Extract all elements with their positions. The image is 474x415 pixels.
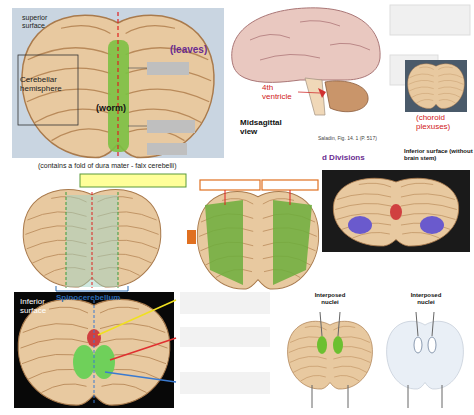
leader-line <box>290 190 291 205</box>
cerebellum-nuclei <box>288 321 373 389</box>
leader-line <box>298 92 320 93</box>
leader-line <box>225 190 226 205</box>
blank-label <box>147 62 189 75</box>
leader-line <box>128 68 147 69</box>
tonsil <box>93 345 115 379</box>
interposed-nucleus <box>317 336 327 354</box>
text-label: Saladin, Fig. 14. 1 (P. 517) <box>318 136 408 142</box>
flocculus <box>420 216 444 234</box>
photo-background <box>405 60 467 112</box>
text-label: (leaves) <box>170 44 220 55</box>
pointer-arrow <box>110 338 176 360</box>
zone-line <box>66 192 67 288</box>
text-label: (contains a fold of dura mater - falx ce… <box>38 162 228 170</box>
text-label: Inferior surface (without brain stem) <box>404 148 474 161</box>
leader-line <box>128 126 147 127</box>
leader-line <box>312 312 348 408</box>
bracket <box>56 286 128 291</box>
text-label: Interposed nuclei <box>408 292 444 305</box>
text-label: Interposed nuclei <box>312 292 348 305</box>
blank-label <box>262 180 318 190</box>
text-label: Cerebellar hemisphere <box>20 76 76 94</box>
zone-line <box>118 192 119 288</box>
photo-background <box>14 292 174 408</box>
text-label: Midsagittal view <box>240 119 292 137</box>
interposed-nucleus <box>333 336 343 354</box>
cerebellum-inferior <box>18 299 170 405</box>
cerebellum-small <box>408 64 465 109</box>
photo-background <box>12 8 224 158</box>
text-label: Inferior surface <box>20 298 64 316</box>
blank-label <box>147 120 195 133</box>
blank-label <box>390 5 470 35</box>
pointer-arrow <box>105 372 176 382</box>
midline <box>117 12 118 156</box>
nodulus <box>390 204 402 220</box>
interposed-nucleus <box>414 337 422 353</box>
text-label: d Divisions <box>322 154 402 163</box>
blank-label <box>200 180 260 190</box>
flocculus <box>348 216 372 234</box>
text-label: Spinocerebellum <box>56 294 146 303</box>
text-label: 4th ventricle <box>262 84 300 102</box>
text-label: superior surface <box>22 14 66 29</box>
blank-label <box>80 174 186 187</box>
marker <box>187 230 196 244</box>
interposed-nucleus <box>428 337 436 353</box>
midline <box>94 300 95 405</box>
midline <box>92 192 93 288</box>
cerebellum-divisions <box>23 189 160 287</box>
cerebellum-inferior <box>333 178 458 246</box>
midsagittal-brain <box>232 8 380 115</box>
leader-line <box>408 312 442 408</box>
cerebellum-nuclei <box>387 321 464 389</box>
blank-label <box>147 143 187 155</box>
text-label: (choroid plexuses) <box>416 114 472 132</box>
pointer-arrow <box>98 300 176 335</box>
cerebrocerebellum-zone <box>205 200 312 285</box>
blank-label <box>180 372 270 394</box>
blank-label <box>180 292 270 314</box>
blank-label <box>180 327 270 347</box>
photo-background <box>322 170 470 252</box>
text-label: (worm) <box>96 104 140 114</box>
cerebellum-divisions <box>197 191 318 289</box>
tonsil <box>73 345 95 379</box>
hemisphere-bracket <box>18 55 78 125</box>
